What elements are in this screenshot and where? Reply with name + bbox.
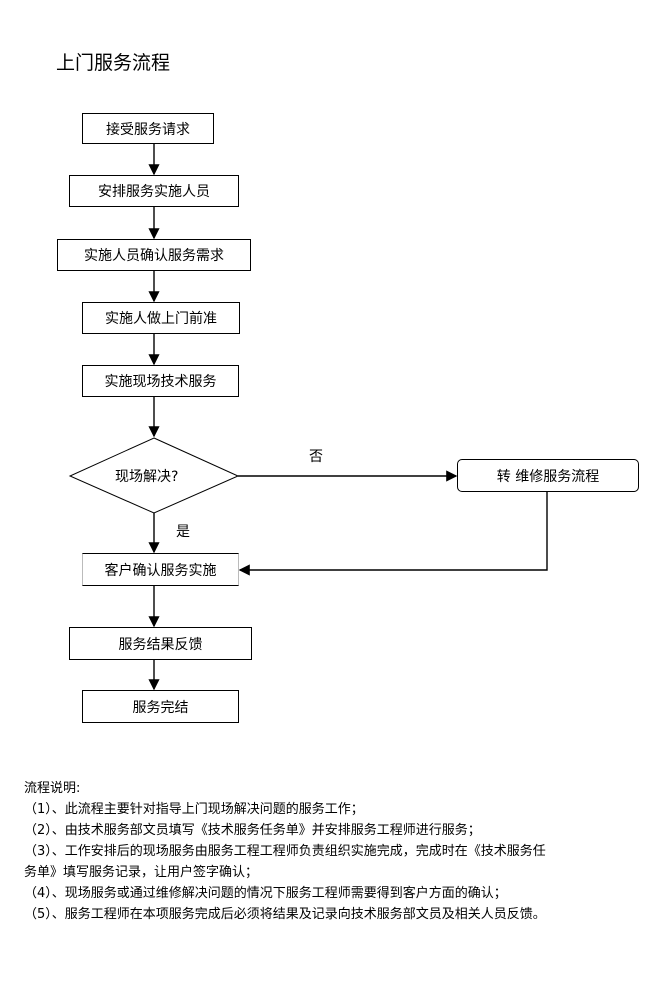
page-title: 上门服务流程 (56, 52, 171, 74)
note-item-5: （5）、服务工程师在本项服务完成后必须将结果及记录向技术服务部文员及相关人员反馈… (24, 907, 546, 922)
process-notes: 流程说明: （1）、此流程主要针对指导上门现场解决问题的服务工作； （2）、由技… (24, 778, 624, 925)
note-item-3-cont: 务单》填写服务记录，让用户签字确认； (24, 865, 259, 880)
step-result-feedback: 服务结果反馈 (69, 627, 252, 660)
edge-label-yes: 是 (176, 524, 190, 540)
note-item-1: （1）、此流程主要针对指导上门现场解决问题的服务工作； (24, 802, 364, 817)
step-confirm-needs: 实施人员确认服务需求 (57, 239, 251, 271)
note-item-2: （2）、由技术服务部文员填写《技术服务任务单》并安排服务工程师进行服务； (24, 823, 481, 838)
step-arrange-staff: 安排服务实施人员 (69, 175, 239, 207)
edge-label-no: 否 (309, 449, 323, 465)
decision-diamond (68, 437, 240, 514)
step-receive-request: 接受服务请求 (82, 113, 214, 144)
note-item-3: （3）、工作安排后的现场服务由服务工程工程师负责组织实施完成，完成时在《技术服务… (24, 844, 546, 859)
arrow-repair-customer (238, 492, 548, 576)
step-onsite-service: 实施现场技术服务 (82, 365, 239, 397)
step-repair-flow: 转 维修服务流程 (457, 459, 639, 492)
step-customer-confirm: 客户确认服务实施 (82, 553, 239, 586)
step-service-complete: 服务完结 (82, 690, 239, 723)
notes-heading: 流程说明: (24, 781, 81, 796)
decision-label: 现场解决? (115, 469, 179, 485)
note-item-4: （4）、现场服务或通过维修解决问题的情况下服务工程师需要得到客户方面的确认； (24, 886, 507, 901)
step-prepare-visit: 实施人做上门前准 (82, 302, 240, 334)
